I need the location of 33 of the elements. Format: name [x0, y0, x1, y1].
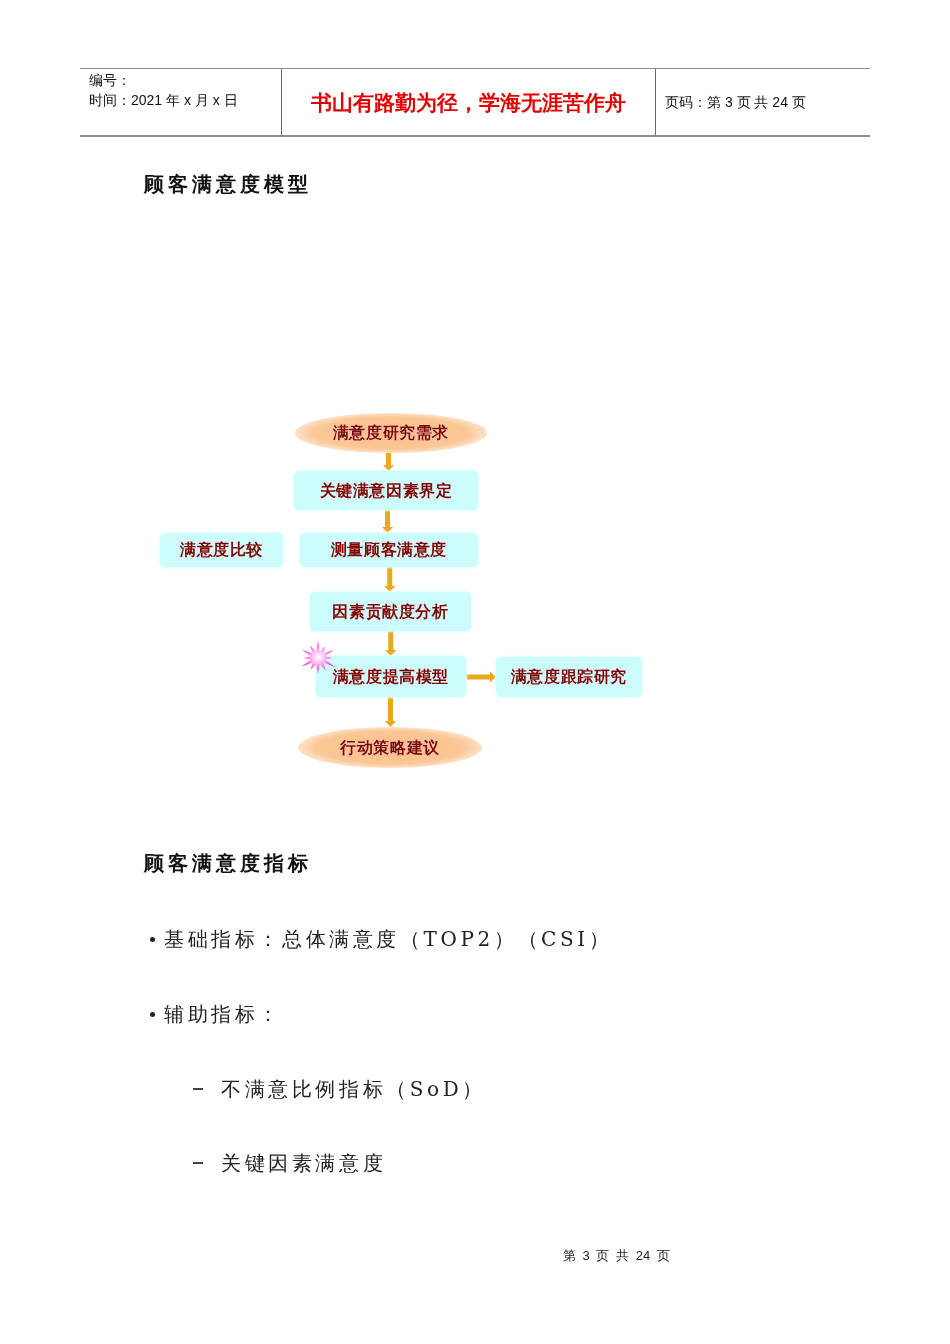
- step-text: 满意度比较: [180, 540, 263, 560]
- process-box: [496, 657, 642, 697]
- process-box: [294, 471, 478, 510]
- page-footer: 第 3 页 共 24 页: [563, 1248, 670, 1264]
- step-text: 关键满意因素界定: [319, 480, 453, 501]
- section-heading: 顾客满意度模型: [144, 172, 312, 196]
- header-text: 页码：第 3 页 共 24 页: [665, 93, 806, 112]
- step-text: 满意度跟踪研究: [510, 667, 628, 687]
- step-text: 满意度提高模型: [332, 666, 450, 687]
- list-item-text: 辅助指标：: [164, 1002, 282, 1026]
- arrow: [383, 453, 394, 471]
- sub-item-text: 不满意比例指标（SoD）: [221, 1077, 486, 1101]
- process-box: [310, 592, 471, 631]
- terminal-ellipse: [295, 413, 487, 453]
- step-text: 因素贡献度分析: [332, 601, 449, 622]
- list-item-text: 基础指标：总体满意度（TOP2）（CSI）: [164, 927, 613, 951]
- section-heading: 顾客满意度指标: [144, 851, 312, 875]
- step-text: 满意度研究需求: [332, 423, 450, 443]
- arrow: [385, 631, 397, 656]
- sub-item-text: 关键因素满意度: [221, 1151, 387, 1175]
- motto-text: 书山有路勤为径，学海无涯苦作舟: [311, 90, 626, 117]
- header-text: 编号：: [89, 71, 131, 90]
- arrow: [385, 697, 396, 727]
- process-box: [160, 533, 283, 567]
- terminal-ellipse: [298, 727, 482, 768]
- process-box: [316, 656, 466, 697]
- step-text: 行动策略建议: [340, 737, 440, 758]
- step-text: 测量顾客满意度: [330, 540, 448, 560]
- process-box: [300, 533, 478, 567]
- header-text: 时间：2021 年 x 月 x 日: [89, 91, 238, 110]
- arrow: [466, 671, 496, 683]
- arrow: [382, 510, 393, 533]
- arrow: [384, 567, 396, 592]
